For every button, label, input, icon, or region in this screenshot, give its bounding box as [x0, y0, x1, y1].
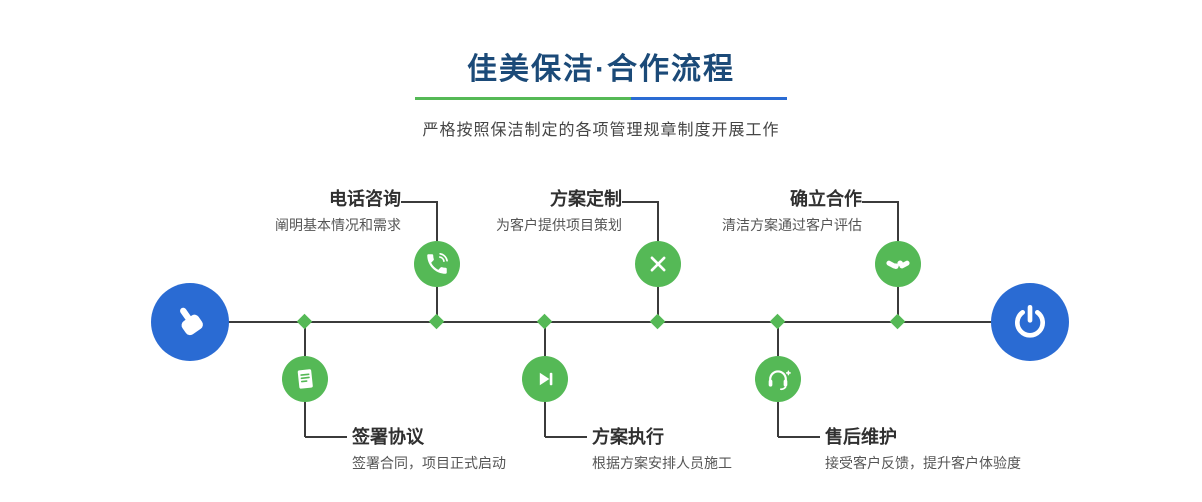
- phone-icon: [427, 253, 448, 274]
- handshake-icon: [886, 260, 910, 269]
- step-label-plan-custom: 方案定制 为客户提供项目策划: [496, 188, 622, 234]
- step-title: 确立合作: [790, 189, 862, 209]
- connector-line: [862, 201, 899, 203]
- step-icon-circle: [282, 356, 328, 402]
- underline-green-segment: [415, 97, 631, 100]
- step-label-after-sales: 售后维护 接受客户反馈，提升客户体验度: [825, 426, 1021, 472]
- step-title: 售后维护: [825, 427, 897, 447]
- hand-pointer-icon: [180, 307, 203, 336]
- connector-line: [897, 287, 899, 322]
- step-label-phone-consult: 电话咨询 阐明基本情况和需求: [275, 188, 401, 234]
- step-icon-circle: [875, 241, 921, 287]
- timeline-node-diamond: [536, 313, 553, 330]
- step-title: 方案执行: [592, 427, 664, 447]
- step-label-sign-agreement: 签署协议 签署合同，项目正式启动: [352, 426, 506, 472]
- headset-icon: [768, 370, 791, 391]
- title-underline: [415, 97, 787, 100]
- timeline-node-diamond: [428, 313, 445, 330]
- page-title: 佳美保洁·合作流程: [467, 53, 735, 86]
- timeline-node-diamond: [769, 313, 786, 330]
- play-next-icon: [539, 372, 553, 386]
- step-label-establish-coop: 确立合作 清洁方案通过客户评估: [722, 188, 862, 234]
- timeline-end-node: [991, 283, 1069, 361]
- step-label-plan-execution: 方案执行 根据方案安排人员施工: [592, 426, 732, 472]
- connector-line: [777, 323, 779, 356]
- step-desc: 阐明基本情况和需求: [275, 217, 401, 233]
- connector-line: [622, 201, 659, 203]
- step-desc: 签署合同，项目正式启动: [352, 455, 506, 471]
- connector-line: [436, 201, 438, 241]
- step-title: 签署协议: [352, 427, 424, 447]
- step-icon-circle: [635, 241, 681, 287]
- connector-line: [304, 402, 306, 437]
- timeline-node-diamond: [296, 313, 313, 330]
- connector-line: [304, 323, 306, 356]
- step-icon-circle: [414, 241, 460, 287]
- step-desc: 根据方案安排人员施工: [592, 455, 732, 471]
- step-desc: 为客户提供项目策划: [496, 217, 622, 233]
- connector-line: [657, 201, 659, 241]
- connector-line: [897, 201, 899, 241]
- timeline-start-node: [151, 283, 229, 361]
- pen-tools-icon: [650, 256, 666, 272]
- step-title: 电话咨询: [329, 189, 401, 209]
- power-icon: [1015, 305, 1045, 338]
- contract-icon: [297, 369, 313, 389]
- timeline-node-diamond: [649, 313, 666, 330]
- connector-line: [401, 201, 438, 203]
- page-subtitle: 严格按照保洁制定的各项管理规章制度开展工作: [422, 122, 780, 139]
- connector-line: [436, 287, 438, 322]
- step-title: 方案定制: [550, 189, 622, 209]
- timeline-node-diamond: [889, 313, 906, 330]
- connector-line: [657, 287, 659, 322]
- underline-blue-segment: [630, 97, 787, 100]
- step-desc: 接受客户反馈，提升客户体验度: [825, 455, 1021, 471]
- step-icon-circle: [522, 356, 568, 402]
- connector-line: [544, 402, 546, 437]
- connector-line: [778, 436, 820, 438]
- step-icon-circle: [755, 356, 801, 402]
- step-desc: 清洁方案通过客户评估: [722, 217, 862, 233]
- connector-line: [545, 436, 587, 438]
- connector-line: [305, 436, 347, 438]
- timeline-axis: [190, 321, 1030, 323]
- connector-line: [544, 323, 546, 356]
- connector-line: [777, 402, 779, 437]
